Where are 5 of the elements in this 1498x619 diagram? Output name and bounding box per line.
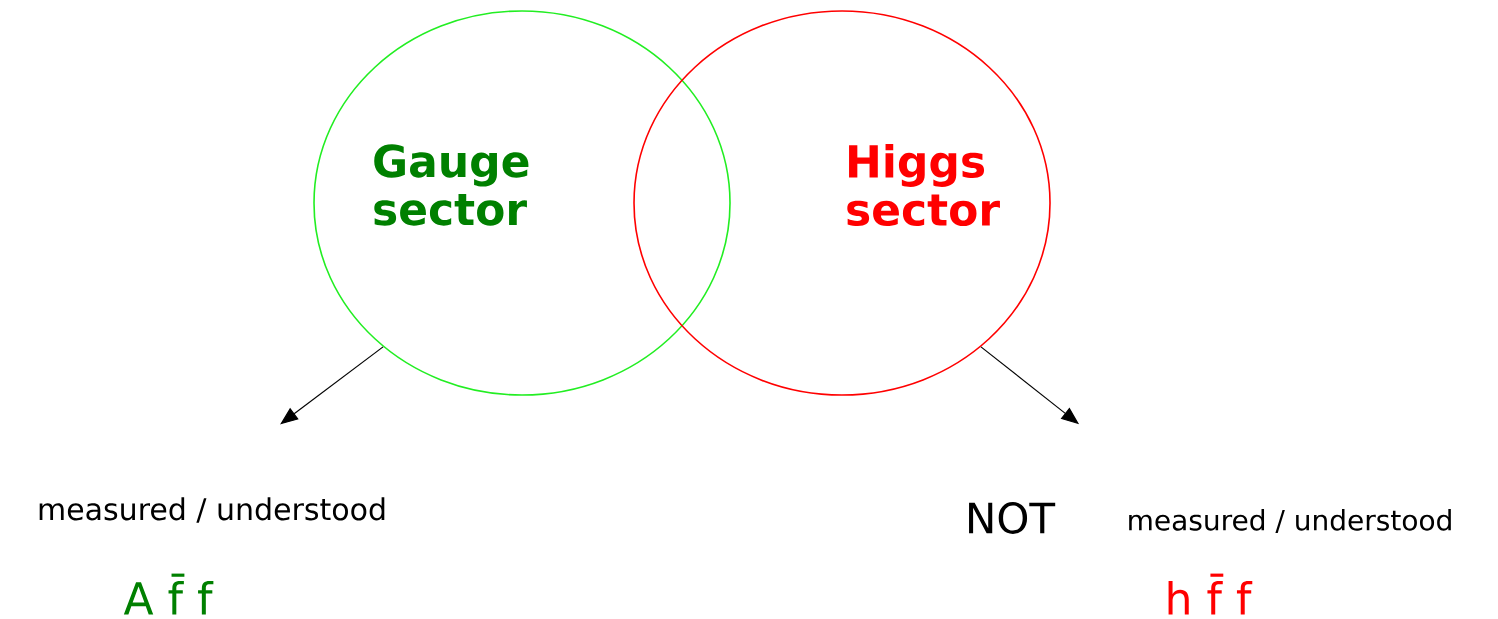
label-text: NOT <box>969 502 1056 534</box>
label-text: measured / understood <box>1129 509 1451 533</box>
formula-text: h f̄ f <box>1168 573 1253 615</box>
label-text: measured / understood <box>39 497 385 523</box>
formula-text: A f̄ f <box>123 573 214 615</box>
